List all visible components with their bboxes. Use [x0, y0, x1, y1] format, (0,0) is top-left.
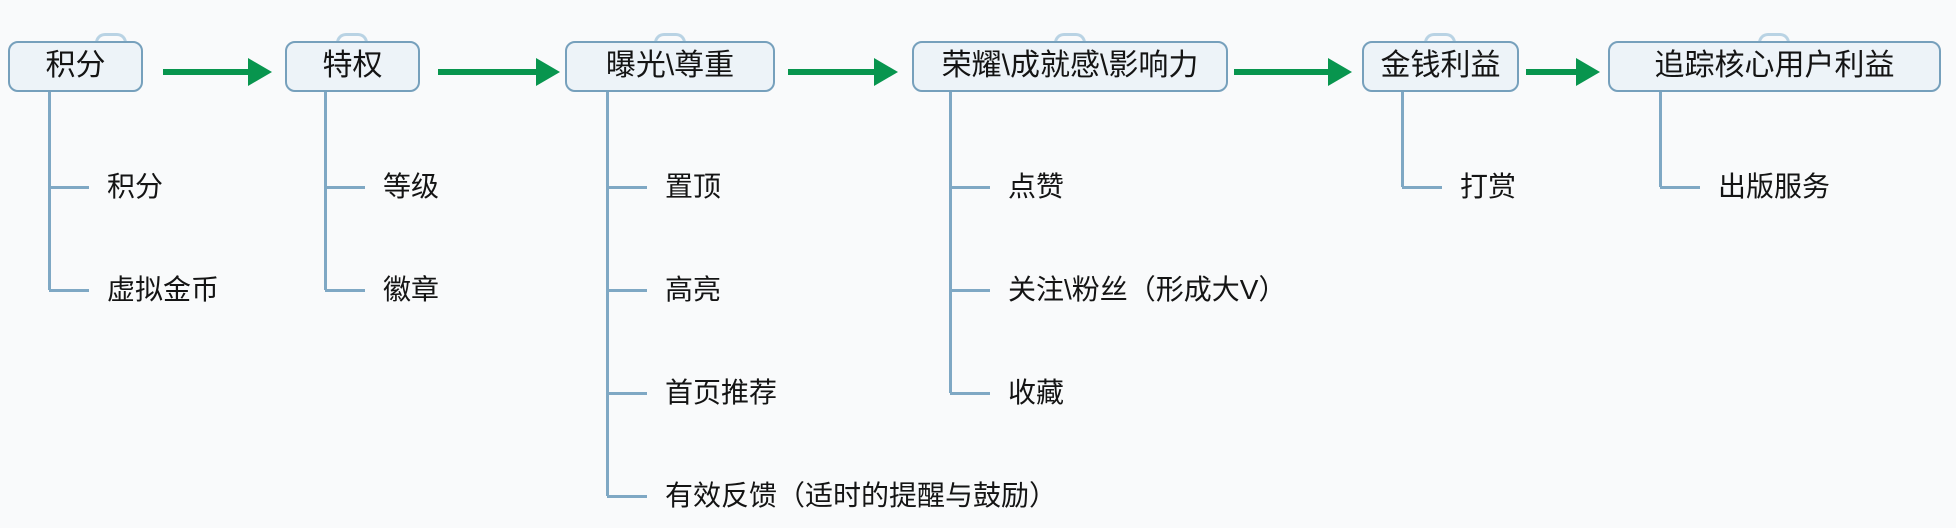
child-node-label[interactable]: 虚拟金币	[107, 274, 220, 305]
child-node-label[interactable]: 首页推荐	[665, 377, 778, 408]
child-node-label[interactable]: 打赏	[1460, 171, 1517, 202]
branch-tick-line	[1660, 185, 1700, 189]
child-node-label[interactable]: 置顶	[665, 171, 722, 202]
stage-box-exposure-respect[interactable]: 曝光\尊重	[565, 41, 775, 92]
flow-arrow-icon	[438, 69, 536, 75]
child-node-label[interactable]: 点赞	[1008, 171, 1065, 202]
branch-trunk-line	[1401, 92, 1404, 187]
flow-arrow-head-icon	[248, 58, 272, 86]
branch-tick-line	[325, 185, 365, 189]
child-node-label[interactable]: 高亮	[665, 274, 722, 305]
flow-arrow-head-icon	[874, 58, 898, 86]
flow-arrow-icon	[1234, 69, 1328, 75]
child-node-label[interactable]: 等级	[383, 171, 440, 202]
stage-box-track-core-user-benefit[interactable]: 追踪核心用户利益	[1608, 41, 1941, 92]
branch-tick-line	[325, 288, 365, 292]
flow-arrow-head-icon	[1328, 58, 1352, 86]
branch-tick-line	[950, 185, 990, 189]
node-top-arc	[654, 33, 686, 43]
flow-arrow-head-icon	[1576, 58, 1600, 86]
child-node-label[interactable]: 有效反馈（适时的提醒与鼓励）	[665, 480, 1058, 511]
branch-tick-line	[950, 391, 990, 395]
stage-box-points[interactable]: 积分	[8, 41, 143, 92]
child-node-label[interactable]: 积分	[107, 171, 164, 202]
branch-tick-line	[49, 288, 89, 292]
branch-trunk-line	[606, 92, 609, 496]
branch-trunk-line	[48, 92, 51, 290]
child-node-label[interactable]: 收藏	[1008, 377, 1065, 408]
branch-trunk-line	[1659, 92, 1662, 187]
stage-box-money-benefit[interactable]: 金钱利益	[1362, 41, 1519, 92]
branch-trunk-line	[949, 92, 952, 393]
child-node-label[interactable]: 关注\粉丝（形成大V）	[1008, 274, 1287, 305]
branch-tick-line	[607, 185, 647, 189]
node-top-arc	[95, 33, 127, 43]
branch-tick-line	[1402, 185, 1442, 189]
node-top-arc	[1758, 33, 1790, 43]
stage-box-privilege[interactable]: 特权	[285, 41, 420, 92]
node-top-arc	[1424, 33, 1456, 43]
flow-arrow-icon	[1526, 69, 1576, 75]
flow-arrow-icon	[163, 69, 248, 75]
branch-tick-line	[950, 288, 990, 292]
branch-tick-line	[607, 494, 647, 498]
branch-tick-line	[607, 391, 647, 395]
branch-tick-line	[49, 185, 89, 189]
branch-tick-line	[607, 288, 647, 292]
node-top-arc	[336, 33, 368, 43]
flow-arrow-icon	[788, 69, 874, 75]
flow-arrow-head-icon	[536, 58, 560, 86]
stage-box-honor-achievement-influence[interactable]: 荣耀\成就感\影响力	[912, 41, 1228, 92]
node-top-arc	[1054, 33, 1086, 43]
child-node-label[interactable]: 出版服务	[1718, 171, 1831, 202]
child-node-label[interactable]: 徽章	[383, 274, 440, 305]
branch-trunk-line	[324, 92, 327, 290]
